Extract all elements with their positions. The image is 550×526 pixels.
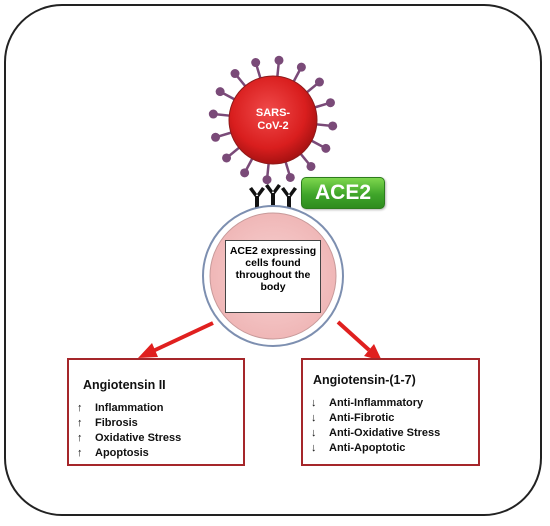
virus-spike-tip — [285, 172, 295, 182]
up-arrow-icon: ↑ — [77, 432, 83, 444]
angiotensin-1-7-box: Angiotensin-(1-7) ↓ Anti-Inflammatory ↓ An… — [301, 358, 480, 466]
down-arrow-icon: ↓ — [311, 442, 317, 454]
virus-body — [228, 75, 318, 165]
effect-label: Anti-Apoptotic — [329, 442, 406, 454]
virus-label-line2: CoV-2 — [257, 120, 289, 132]
effect-item: ↓ Anti-Oxidative Stress — [311, 426, 440, 441]
virus-spike-tip — [208, 109, 218, 119]
virus-spike-tip — [321, 143, 331, 153]
virus-spikes — [208, 55, 338, 185]
effect-label: Fibrosis — [95, 417, 138, 429]
angiotensin-ii-effects: ↑ Inflammation ↑ Fibrosis ↑ Oxidative Stres… — [77, 401, 181, 461]
effect-label: Apoptosis — [95, 447, 149, 459]
effect-label: Oxidative Stress — [95, 432, 182, 444]
virus-spike-tip — [230, 69, 240, 79]
effect-item: ↑ Apoptosis — [77, 446, 181, 461]
effect-label: Inflammation — [95, 402, 164, 414]
angiotensin-ii-box: Angiotensin II ↑ Inflammation ↑ Fibrosis ↑… — [67, 358, 245, 466]
up-arrow-icon: ↑ — [77, 447, 83, 459]
down-arrow-icon: ↓ — [311, 412, 317, 424]
effect-item: ↓ Anti-Fibrotic — [311, 411, 440, 426]
left-pathway-arrow — [138, 321, 214, 358]
ace2-receptor-icon — [265, 184, 281, 209]
virus-spike-tip — [240, 168, 250, 178]
virus-spike-tip — [325, 98, 335, 108]
virus-spike-tip — [314, 77, 324, 87]
virus-spike-tip — [211, 132, 221, 142]
angiotensin-1-7-title: Angiotensin-(1-7) — [313, 373, 416, 387]
diagram-frame — [4, 4, 542, 516]
effect-item: ↑ Inflammation — [77, 401, 181, 416]
virus-spike-tip — [262, 175, 272, 185]
cell-description: ACE2 expressing cells found throughout t… — [225, 240, 321, 313]
virus-spike-tip — [222, 153, 232, 163]
down-arrow-icon: ↓ — [311, 397, 317, 409]
virus-spike-tip — [274, 55, 284, 65]
effect-item: ↓ Anti-Apoptotic — [311, 441, 440, 456]
up-arrow-icon: ↑ — [77, 417, 83, 429]
angiotensin-ii-title: Angiotensin II — [83, 378, 166, 392]
ace2-label: ACE2 — [301, 177, 385, 209]
virus-spike-tip — [328, 121, 338, 131]
effect-label: Anti-Fibrotic — [329, 412, 395, 424]
effect-item: ↑ Oxidative Stress — [77, 431, 181, 446]
down-arrow-icon: ↓ — [311, 427, 317, 439]
virus-spike-tip — [251, 58, 261, 68]
virus-spike-tip — [296, 62, 306, 72]
effect-item: ↓ Anti-Inflammatory — [311, 396, 440, 411]
angiotensin-1-7-effects: ↓ Anti-Inflammatory ↓ Anti-Fibrotic ↓ Anti-… — [311, 396, 440, 456]
right-pathway-arrow — [336, 320, 382, 361]
effect-label: Anti-Oxidative Stress — [329, 427, 441, 439]
virus-label-line1: SARS- — [255, 107, 291, 119]
virus-label: SARS- CoV-2 — [234, 107, 312, 133]
up-arrow-icon: ↑ — [77, 402, 83, 414]
virus-spike-tip — [306, 161, 316, 171]
effect-label: Anti-Inflammatory — [329, 397, 424, 409]
ace2-receptors — [249, 184, 297, 210]
virus-spike-tip — [215, 87, 225, 97]
effect-item: ↑ Fibrosis — [77, 416, 181, 431]
ace2-receptor-icon — [281, 187, 297, 210]
ace2-receptor-icon — [249, 187, 265, 210]
